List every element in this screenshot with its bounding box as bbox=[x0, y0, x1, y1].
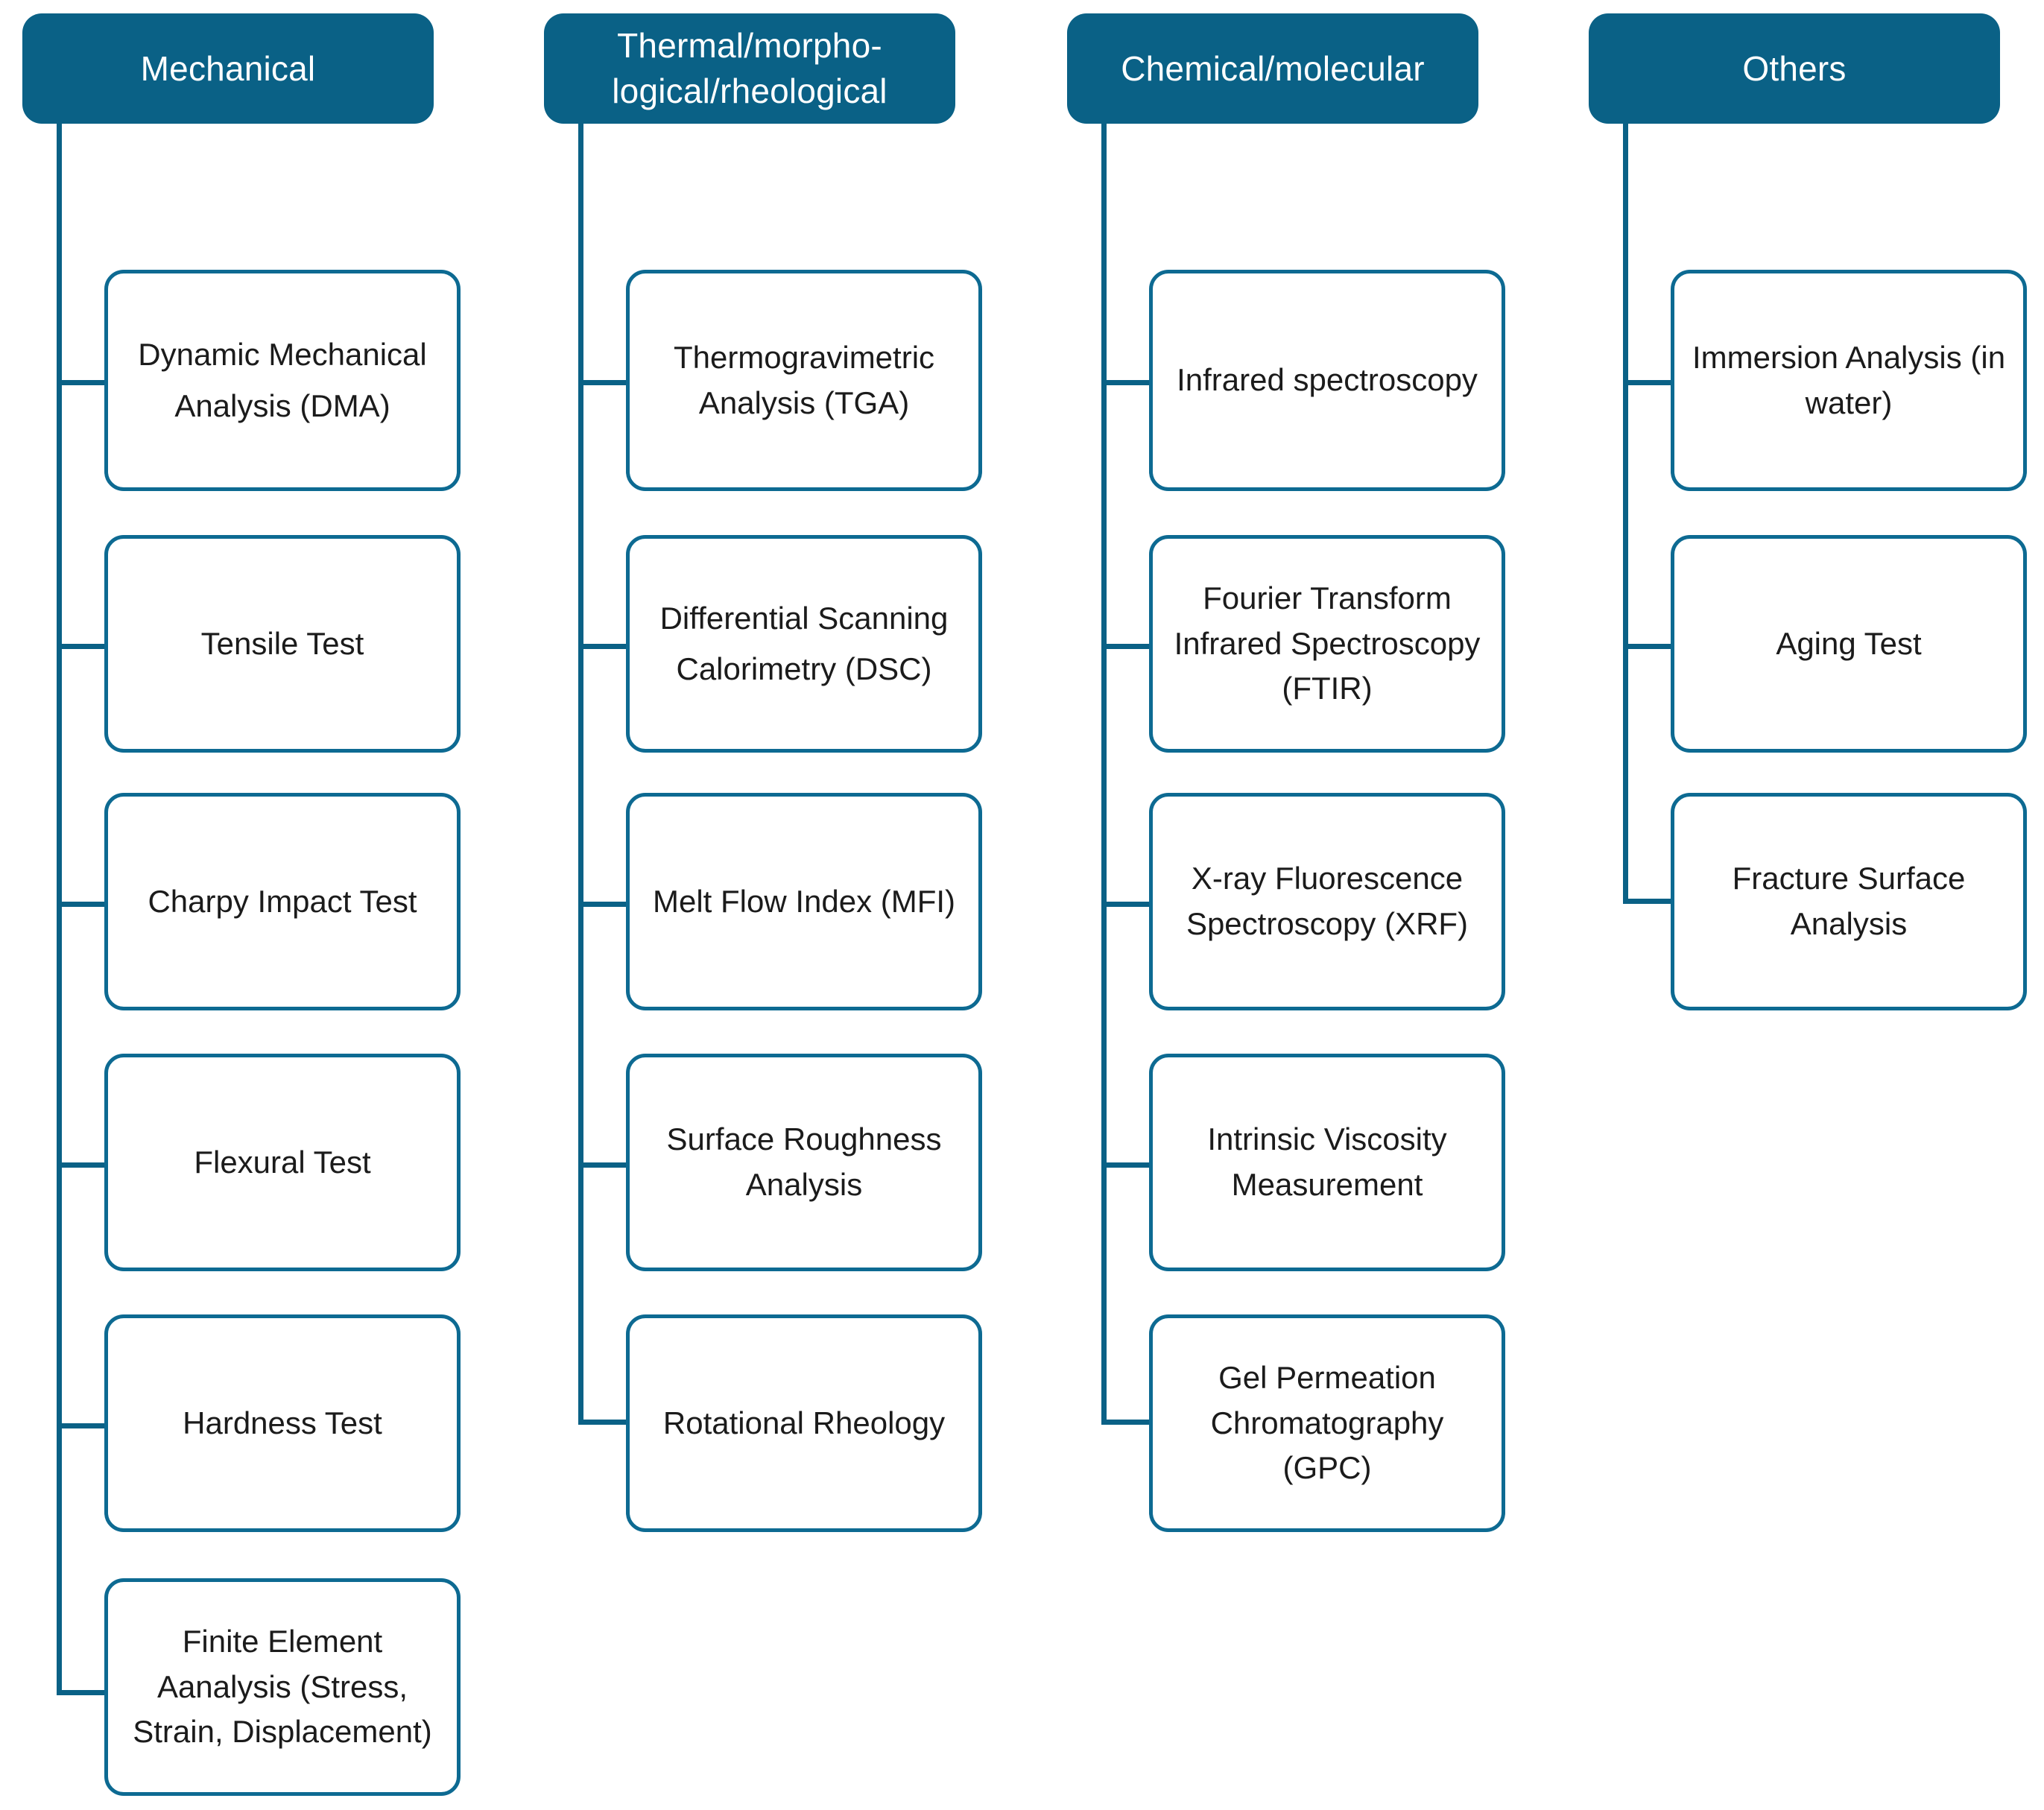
method-box[interactable]: Rotational Rheology bbox=[626, 1314, 982, 1532]
branch-line bbox=[1101, 902, 1155, 907]
branch-line bbox=[578, 1162, 632, 1168]
method-box[interactable]: Tensile Test bbox=[104, 535, 461, 753]
branch-line bbox=[1101, 1420, 1155, 1425]
branch-line bbox=[578, 1420, 632, 1425]
branch-line bbox=[1101, 1162, 1155, 1168]
category-header-mechanical[interactable]: Mechanical bbox=[22, 13, 434, 124]
trunk-line-mechanical bbox=[57, 124, 62, 967]
trunk-line-extension bbox=[57, 961, 62, 1693]
branch-line bbox=[1623, 644, 1677, 649]
method-box[interactable]: Differential Scanning Calorimetry (DSC) bbox=[626, 535, 982, 753]
branch-line bbox=[578, 644, 632, 649]
branch-line bbox=[578, 380, 632, 385]
trunk-line-thermal bbox=[578, 124, 583, 1425]
branch-line bbox=[57, 1423, 110, 1428]
method-box[interactable]: Surface Roughness Analysis bbox=[626, 1054, 982, 1271]
branch-line bbox=[1101, 380, 1155, 385]
method-box[interactable]: Immersion Analysis (in water) bbox=[1671, 270, 2027, 491]
branch-line bbox=[578, 902, 632, 907]
trunk-line-chemical bbox=[1101, 124, 1107, 1425]
method-box[interactable]: Hardness Test bbox=[104, 1314, 461, 1532]
method-box[interactable]: Melt Flow Index (MFI) bbox=[626, 793, 982, 1010]
method-box[interactable]: Gel Permeation Chromatography (GPC) bbox=[1149, 1314, 1505, 1532]
trunk-line-others bbox=[1623, 124, 1628, 904]
branch-line bbox=[57, 380, 110, 385]
branch-line bbox=[57, 644, 110, 649]
method-box[interactable]: Aging Test bbox=[1671, 535, 2027, 753]
method-box[interactable]: Thermogravimetric Analysis (TGA) bbox=[626, 270, 982, 491]
method-box[interactable]: Dynamic Mechanical Analysis (DMA) bbox=[104, 270, 461, 491]
category-header-others[interactable]: Others bbox=[1589, 13, 2000, 124]
category-header-thermal[interactable]: Thermal/morpho-logical/rheological bbox=[544, 13, 955, 124]
branch-line bbox=[57, 1162, 110, 1168]
method-box[interactable]: Fracture Surface Analysis bbox=[1671, 793, 2027, 1010]
category-header-chemical[interactable]: Chemical/molecular bbox=[1067, 13, 1478, 124]
branch-line bbox=[1623, 380, 1677, 385]
method-box[interactable]: Charpy Impact Test bbox=[104, 793, 461, 1010]
method-box[interactable]: Finite Element Aanalysis (Stress, Strain… bbox=[104, 1578, 461, 1796]
method-box[interactable]: X-ray Fluorescence Spectroscopy (XRF) bbox=[1149, 793, 1505, 1010]
method-box[interactable]: Infrared spectroscopy bbox=[1149, 270, 1505, 491]
branch-line bbox=[1101, 644, 1155, 649]
method-box[interactable]: Fourier Transform Infrared Spectroscopy … bbox=[1149, 535, 1505, 753]
branch-line bbox=[1623, 899, 1677, 904]
branch-line bbox=[57, 1690, 110, 1695]
method-box[interactable]: Intrinsic Viscosity Measurement bbox=[1149, 1054, 1505, 1271]
branch-line bbox=[57, 902, 110, 907]
method-box[interactable]: Flexural Test bbox=[104, 1054, 461, 1271]
